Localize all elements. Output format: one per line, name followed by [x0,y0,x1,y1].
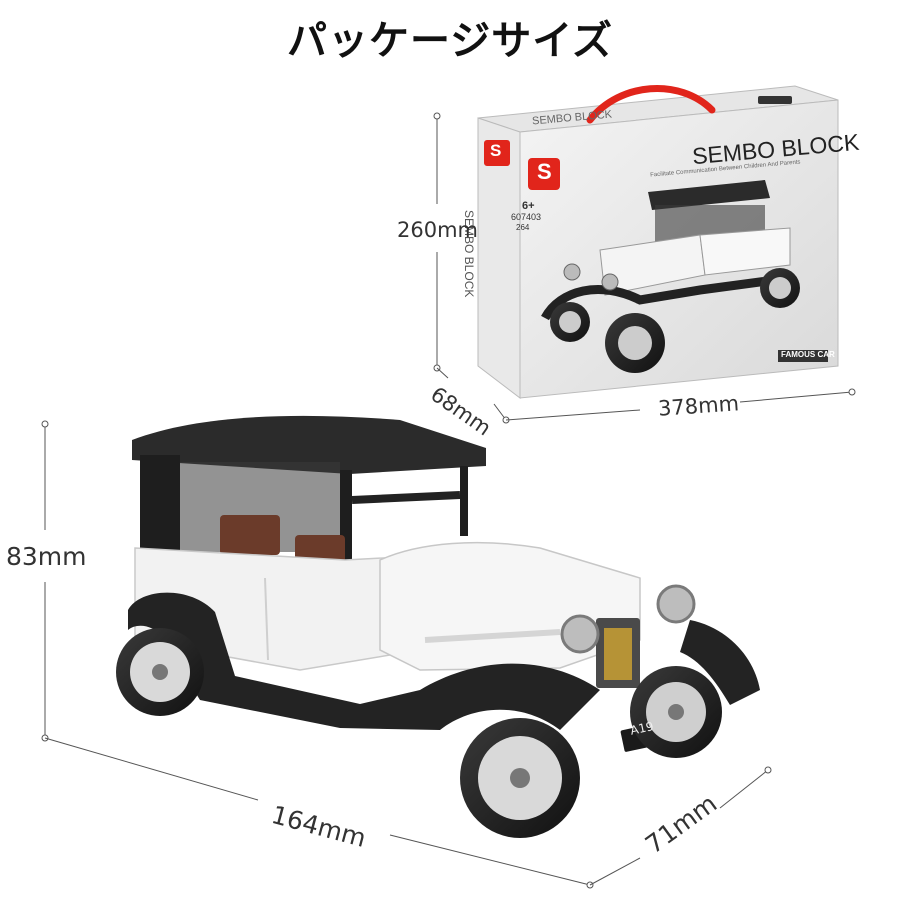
headlamp-left [560,614,600,654]
car-dimension-lines [41,420,772,889]
box-age: 6+ [522,200,535,212]
box-height-label: 260mm [397,218,478,242]
series-badge-bg [778,350,828,362]
car-fender [128,592,600,730]
box-model-no: 607403 [511,212,542,222]
box-dimension-lines [433,112,856,424]
car-model [116,415,760,838]
box-car-image [541,180,800,373]
wheel-front [460,718,580,838]
package-box [477,85,839,400]
wheel-rear [116,628,204,716]
box-logo-letter: S [537,159,552,184]
box-side-logo-letter: S [490,141,502,160]
box-front-logo [528,158,560,190]
car-height-label: 83mm [6,542,87,571]
box-handle [586,85,716,124]
wheel-front-far [630,666,722,758]
car-roof [132,415,486,474]
headlamp-right [656,584,696,624]
box-series: FAMOUS CAR [781,350,835,359]
page-title: パッケージサイズ [287,18,613,64]
box-side-logo [484,140,510,166]
box-pieces: 264 [516,223,530,232]
